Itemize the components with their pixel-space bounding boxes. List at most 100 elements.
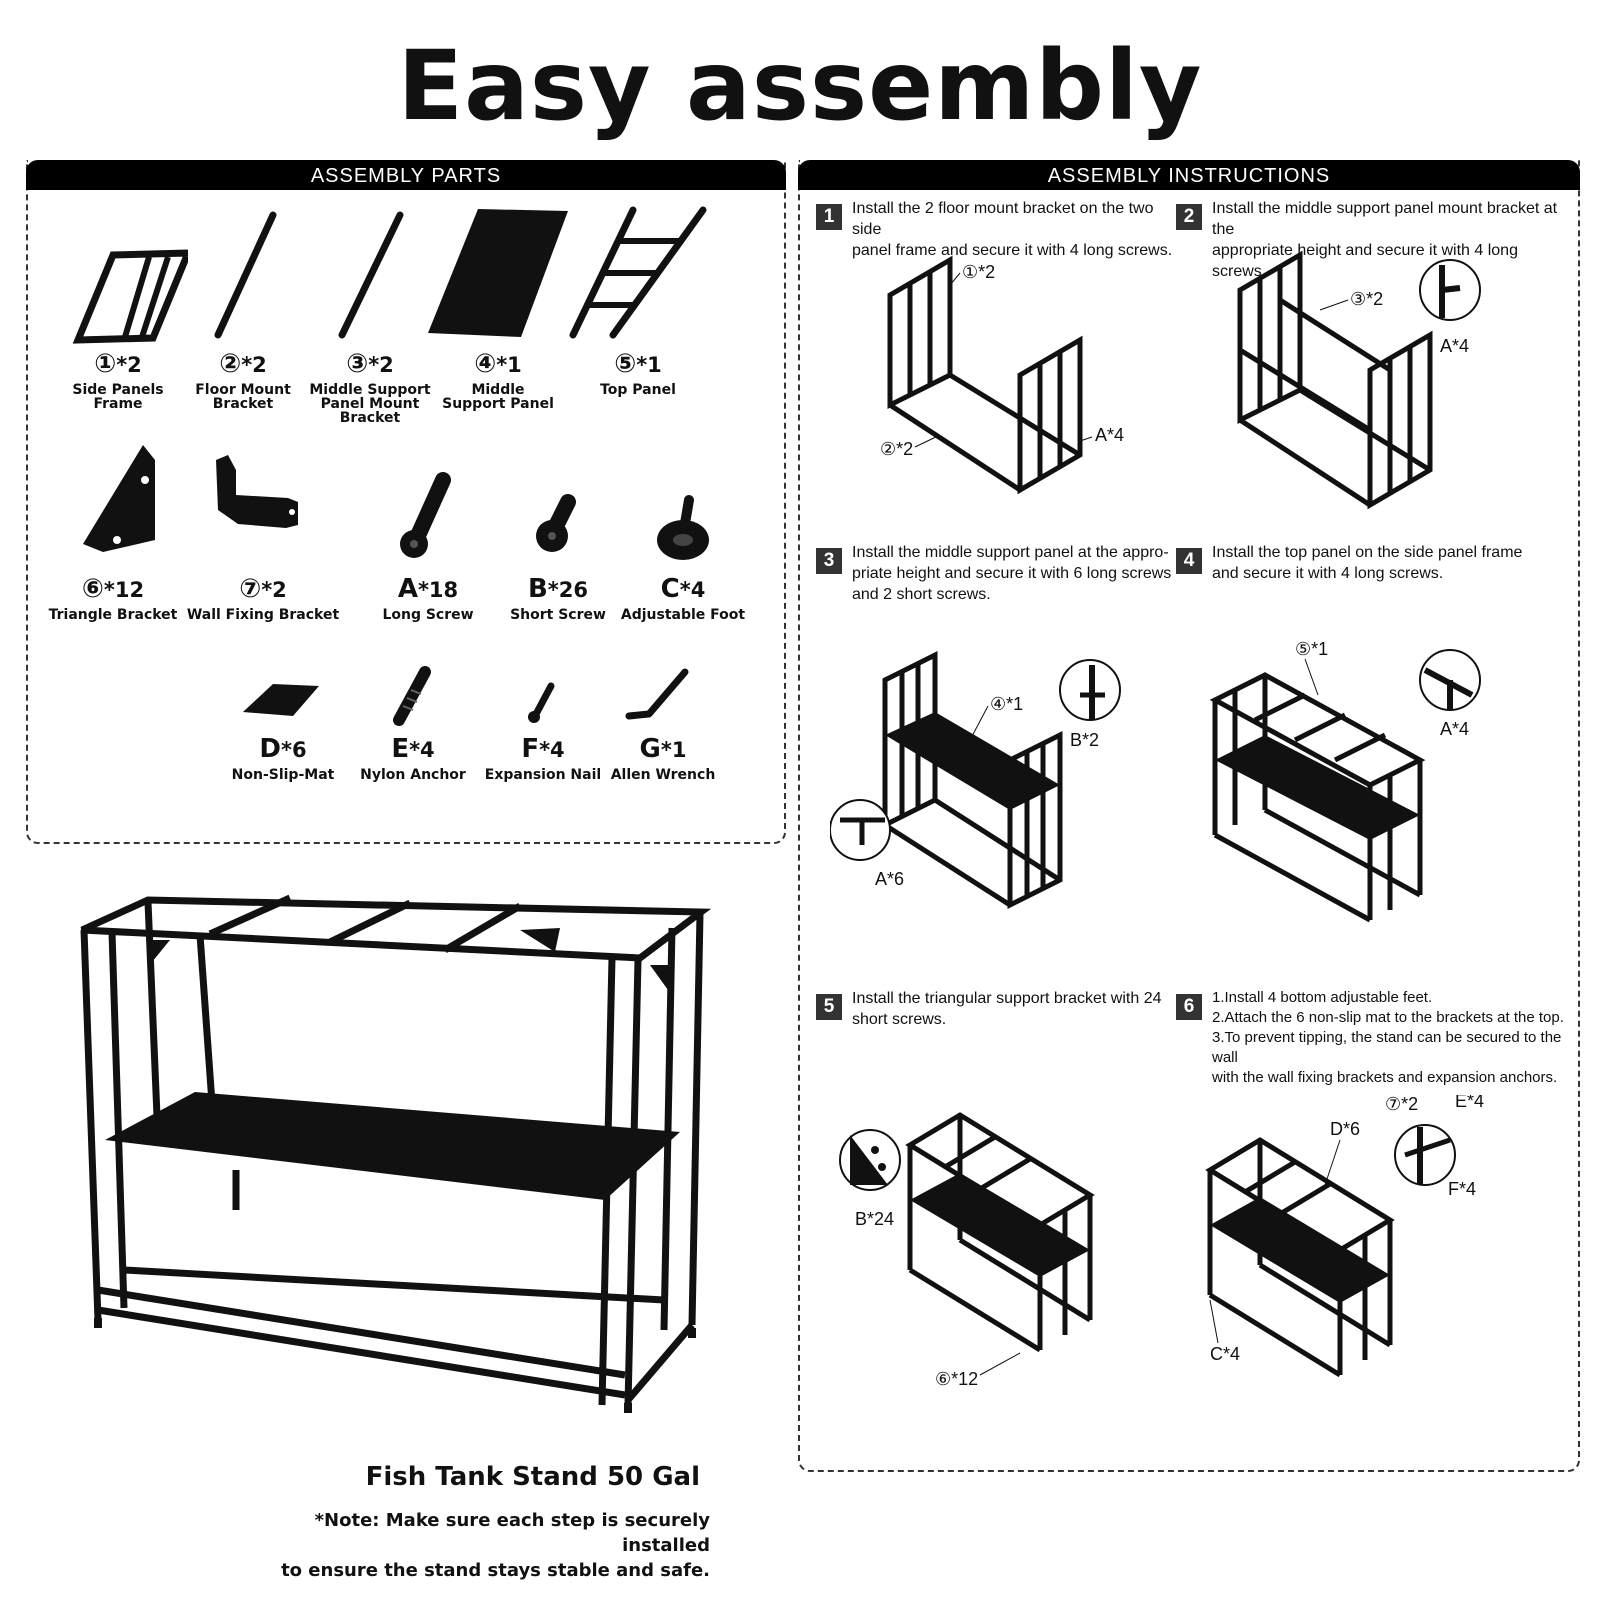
step-1-text: Install the 2 floor mount bracket on the… xyxy=(852,200,1173,259)
assembly-parts-header: ASSEMBLY PARTS xyxy=(26,160,786,190)
part-name: Middle Support Panel Mount Bracket xyxy=(309,382,431,426)
step-5-label: B*24 xyxy=(855,1209,894,1229)
step-3-label: A*6 xyxy=(875,869,904,889)
part-qty: *26 xyxy=(547,578,589,602)
step-3-text: Install the middle support panel at the … xyxy=(852,544,1172,603)
step-3-diagram: ④*1 B*2 A*6 xyxy=(830,650,1121,910)
step-6-label: F*4 xyxy=(1448,1179,1476,1199)
part-middle-support-bracket: ③*2 Middle Support Panel Mount Bracket xyxy=(300,205,440,425)
step-5-diagram: B*24 ⑥*12 xyxy=(839,1112,1095,1389)
part-triangle-bracket: ⑥*12 Triangle Bracket xyxy=(43,440,183,622)
part-code: E xyxy=(391,734,410,764)
part-adjustable-foot: C*4 Adjustable Foot xyxy=(613,440,753,622)
part-code: F xyxy=(521,734,540,764)
part-name: Expansion Nail xyxy=(484,767,602,783)
part-qty: *1 xyxy=(636,353,662,377)
part-qty: *4 xyxy=(679,578,706,602)
non-slip-mat-icon xyxy=(243,684,319,716)
adjustable-foot-icon xyxy=(657,495,709,560)
part-qty: *2 xyxy=(368,353,394,377)
assembly-instructions-panel: ASSEMBLY INSTRUCTIONS 1 Install the 2 fl… xyxy=(798,160,1580,1472)
part-qty: *18 xyxy=(417,578,459,602)
step-3-label: ④*1 xyxy=(990,694,1023,714)
part-name: Allen Wrench xyxy=(610,767,716,783)
part-name: Side Panels Frame xyxy=(72,382,164,412)
step-2-diagram: ③*2 A*4 xyxy=(1237,250,1481,510)
part-wall-fixing-bracket: ⑦*2 Wall Fixing Bracket xyxy=(178,440,348,622)
step-5-text: Install the triangular support bracket w… xyxy=(852,990,1162,1028)
step-4-label: A*4 xyxy=(1440,719,1469,739)
assembly-instructions-header: ASSEMBLY INSTRUCTIONS xyxy=(798,160,1580,190)
part-nylon-anchor: E*4 Nylon Anchor xyxy=(343,650,483,782)
step-2-label: ③*2 xyxy=(1350,289,1383,309)
part-name: Middle Support Panel xyxy=(442,382,554,412)
floor-mount-bracket-icon xyxy=(214,211,277,339)
step-3-number: 3 xyxy=(816,548,842,574)
part-name: Floor Mount Bracket xyxy=(195,382,291,412)
part-floor-mount-bracket: ②*2 Floor Mount Bracket xyxy=(173,205,313,411)
part-name: Short Screw xyxy=(510,607,606,623)
step-2-number: 2 xyxy=(1176,204,1202,230)
part-code: ⑥ xyxy=(81,574,104,604)
step-3-label: B*2 xyxy=(1070,730,1099,750)
step-6-number: 6 xyxy=(1176,994,1202,1020)
part-name: Long Screw xyxy=(382,607,474,623)
step-5-label: ⑥*12 xyxy=(935,1369,978,1389)
part-allen-wrench: G*1 Allen Wrench xyxy=(593,650,733,782)
step-1-label: A*4 xyxy=(1095,425,1124,445)
part-code: ⑦ xyxy=(239,574,262,604)
fish-tank-stand-illustration xyxy=(80,894,712,1413)
part-qty: *4 xyxy=(409,738,435,762)
top-panel-icon xyxy=(569,206,707,339)
step-6-label: D*6 xyxy=(1330,1119,1360,1139)
part-short-screw: B*26 Short Screw xyxy=(488,440,628,622)
part-middle-support-panel: ④*1 Middle Support Panel xyxy=(423,205,573,411)
part-code: B xyxy=(527,574,548,604)
part-qty: *12 xyxy=(103,578,145,602)
part-name: Nylon Anchor xyxy=(360,767,466,783)
safety-note: *Note: Make sure each step is securely i… xyxy=(281,1510,710,1581)
step-6-diagram: D*6 ⑦*2 E*4 F*4 C*4 xyxy=(1205,1095,1484,1378)
part-qty: *1 xyxy=(496,353,522,377)
part-qty: *2 xyxy=(116,353,142,377)
part-qty: *2 xyxy=(241,353,267,377)
step-1-diagram: ①*2 ②*2 A*4 xyxy=(880,255,1124,495)
allen-wrench-icon xyxy=(625,668,689,720)
part-code: ③ xyxy=(346,349,369,379)
part-qty: *2 xyxy=(261,578,287,602)
wall-fixing-bracket-icon xyxy=(216,455,298,528)
part-qty: *1 xyxy=(660,738,687,762)
step-4-label: ⑤*1 xyxy=(1295,639,1328,659)
step-4-number: 4 xyxy=(1176,548,1202,574)
part-top-panel: ⑤*1 Top Panel xyxy=(553,205,723,397)
part-long-screw: A*18 Long Screw xyxy=(358,440,498,622)
step-6-detail-zoom xyxy=(1394,1124,1456,1186)
middle-support-panel-icon xyxy=(428,209,568,337)
step-4-text: Install the top panel on the side panel … xyxy=(1212,544,1523,582)
step-2-label: A*4 xyxy=(1440,336,1469,356)
middle-support-bracket-icon xyxy=(338,211,404,339)
part-side-panel-frame: ①*2 Side Panels Frame xyxy=(48,205,188,411)
product-name: Fish Tank Stand 50 Gal xyxy=(365,1462,700,1492)
part-name: Wall Fixing Bracket xyxy=(186,607,340,623)
step-2-text: Install the middle support panel mount b… xyxy=(1212,200,1558,280)
part-name: Adjustable Foot xyxy=(620,607,746,623)
part-non-slip-mat: D*6 Non-Slip-Mat xyxy=(213,650,353,782)
side-panel-frame-icon xyxy=(72,249,188,344)
page-title: Easy assembly xyxy=(397,30,1203,142)
part-name: Triangle Bracket xyxy=(48,607,178,623)
part-code: ② xyxy=(219,349,242,379)
part-code: D xyxy=(259,734,281,764)
step-1-label: ②*2 xyxy=(880,439,913,459)
step-6-label: E*4 xyxy=(1455,1095,1484,1111)
nylon-anchor-icon xyxy=(393,666,431,726)
step-6-label: ⑦*2 xyxy=(1385,1095,1418,1114)
part-code: A xyxy=(397,574,418,604)
step-6-text: 1.Install 4 bottom adjustable feet. 2.At… xyxy=(1212,989,1564,1086)
long-screw-icon xyxy=(400,472,451,558)
part-expansion-nail: F*4 Expansion Nail xyxy=(473,650,613,782)
part-name: Non-Slip-Mat xyxy=(231,767,335,783)
expansion-nail-icon xyxy=(528,682,555,723)
triangle-bracket-icon xyxy=(83,445,155,552)
step-1-number: 1 xyxy=(816,204,842,230)
